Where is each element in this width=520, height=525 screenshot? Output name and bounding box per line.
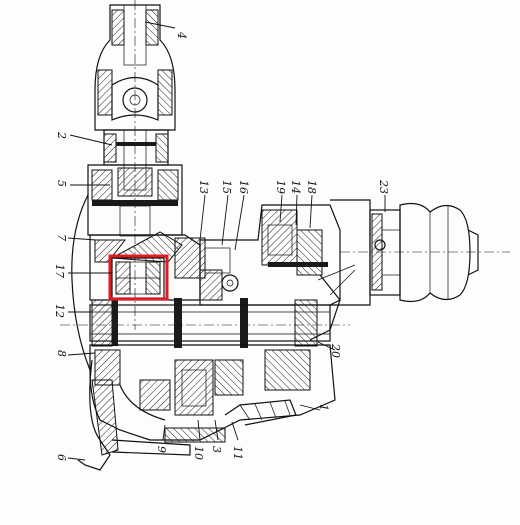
label-16: 16: [237, 180, 250, 194]
label-9: 9: [155, 446, 168, 453]
label-15: 15: [220, 180, 233, 194]
label-19: 19: [274, 180, 287, 194]
label-2: 2: [55, 131, 68, 139]
part-labels: 4 2 5 7 17 12 8 6 13 15 16 19 14 18 23 2…: [53, 31, 390, 461]
upper-shaft-assembly: [94, 0, 176, 330]
base-mount: [77, 359, 226, 471]
label-3: 3: [210, 446, 223, 453]
horizontal-main-shaft: [60, 298, 350, 348]
label-18: 18: [305, 180, 318, 194]
lower-housing: [89, 344, 336, 441]
right-connector-assembly: [330, 199, 510, 306]
label-11: 11: [231, 446, 244, 460]
label-7: 7: [55, 234, 68, 241]
label-1: 1: [317, 404, 330, 411]
label-5: 5: [55, 180, 68, 187]
label-8: 8: [55, 350, 68, 357]
label-14: 14: [289, 180, 302, 194]
label-10: 10: [192, 446, 205, 460]
label-17: 17: [53, 264, 66, 278]
leader-lines: [67, 21, 386, 461]
highlight-box: [108, 254, 169, 301]
label-6: 6: [55, 454, 68, 461]
right-gearbox: [199, 204, 356, 341]
label-23: 23: [377, 179, 390, 194]
label-20: 20: [329, 343, 342, 358]
label-12: 12: [53, 304, 66, 318]
label-13: 13: [197, 180, 210, 194]
label-4: 4: [175, 31, 188, 39]
bevel-gear-housing: [71, 164, 183, 371]
